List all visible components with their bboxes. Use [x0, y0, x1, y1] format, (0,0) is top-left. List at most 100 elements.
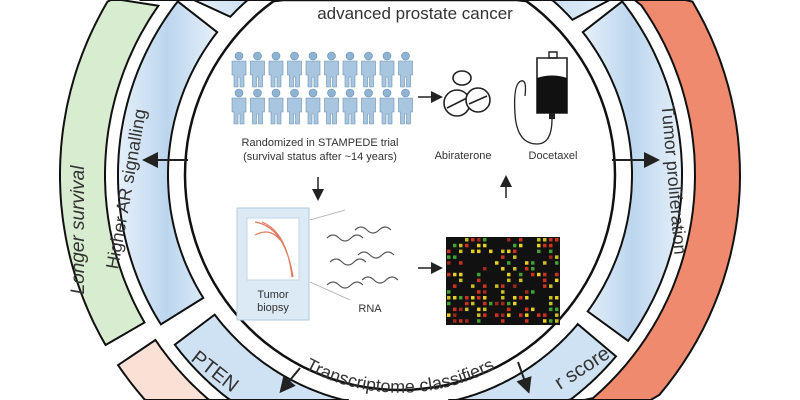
heatmap-cell — [483, 267, 487, 271]
heatmap-cell — [519, 313, 523, 317]
heatmap-cell — [519, 238, 523, 242]
heatmap-cell — [507, 272, 511, 277]
heatmap-cell — [447, 290, 451, 294]
heatmap-cell — [465, 319, 469, 323]
heatmap-cell — [537, 238, 541, 242]
heatmap-cell — [549, 238, 553, 242]
person-icon — [305, 51, 321, 88]
ring-segment-outer-bottom-left — [116, 338, 253, 400]
heatmap-cell — [537, 249, 541, 254]
heatmap-cell — [549, 243, 553, 248]
heatmap-cell — [549, 301, 553, 306]
heatmap-cell — [537, 243, 541, 248]
heatmap-cell — [507, 261, 511, 265]
person-icon — [379, 88, 395, 125]
heatmap-cell — [447, 249, 451, 254]
heatmap-cell — [507, 278, 511, 283]
heatmap-cell — [531, 267, 535, 271]
heatmap-cell — [453, 307, 457, 312]
heatmap-cell — [453, 296, 457, 300]
heatmap-cell — [453, 284, 457, 288]
heatmap-cell — [453, 243, 457, 248]
heatmap-cell — [525, 290, 529, 294]
title: advanced prostate cancer — [317, 4, 513, 23]
heatmap-cell — [471, 284, 475, 288]
heatmap-cell — [519, 278, 523, 283]
heatmap-cell — [501, 313, 505, 317]
drug-docetaxel: Docetaxel — [529, 150, 578, 162]
person-icon — [268, 51, 284, 88]
heatmap-cell — [483, 238, 487, 242]
heatmap-cell — [459, 307, 463, 312]
heatmap-cell — [477, 243, 481, 248]
heatmap-cell — [453, 319, 457, 323]
rna-strand — [326, 234, 364, 242]
heatmap-cell — [477, 313, 481, 317]
heatmap-cell — [465, 238, 469, 242]
heatmap-cell — [507, 313, 511, 317]
ring-segment-red — [476, 0, 742, 400]
heatmap-cell — [495, 261, 499, 265]
heatmap-cell — [549, 284, 553, 288]
tumor-biopsy-icon — [236, 207, 351, 321]
ring-segment-pten — [173, 313, 348, 400]
heatmap-cell — [513, 301, 517, 306]
heatmap-cell — [483, 296, 487, 300]
pills-icon — [443, 70, 491, 117]
heatmap-cell — [525, 319, 529, 323]
heatmap-cell — [555, 313, 559, 317]
rna-label: RNA — [358, 303, 382, 315]
heatmap-cell — [519, 272, 523, 277]
heatmap-cell — [489, 301, 493, 306]
heatmap-cell — [531, 307, 535, 312]
heatmap-cell — [555, 278, 559, 283]
heatmap-cell — [501, 249, 505, 254]
ring-segment-top-left — [193, 0, 368, 19]
heatmap-cell — [459, 296, 463, 300]
heatmap-cell — [525, 313, 529, 317]
heatmap-cell — [531, 272, 535, 277]
heatmap-cell — [513, 267, 517, 271]
person-icon — [379, 51, 395, 88]
heatmap-cell — [489, 249, 493, 254]
heatmap-cell — [513, 243, 517, 248]
heatmap-cell — [477, 307, 481, 312]
heatmap-cell — [543, 319, 547, 323]
heatmap-cell — [543, 278, 547, 283]
heatmap-cell — [465, 296, 469, 300]
heatmap-cell — [453, 313, 457, 317]
heatmap-cell — [483, 301, 487, 306]
heatmap-cell — [555, 261, 559, 265]
person-icon — [305, 88, 321, 125]
heatmap-cell — [501, 319, 505, 323]
heatmap-cell — [483, 307, 487, 312]
label-longer-survival: Longer survival — [68, 165, 89, 295]
bottom-right-arrow — [516, 361, 532, 394]
biopsy-label: Tumor — [257, 289, 289, 301]
outer-rings — [59, 0, 742, 400]
heatmap-cell — [465, 243, 469, 248]
heatmap-cell — [531, 290, 535, 294]
heatmap-cell — [447, 261, 451, 265]
heatmap-cell — [495, 313, 499, 317]
person-icon — [287, 88, 302, 125]
iv-bag-icon — [513, 51, 568, 145]
heatmap-cell — [477, 249, 481, 254]
heatmap-cell — [513, 296, 517, 300]
heatmap-cell — [459, 272, 463, 277]
heatmap-cell — [447, 272, 451, 277]
heatmap-cell — [459, 243, 463, 248]
person-icon — [231, 88, 247, 125]
person-icon — [324, 51, 339, 88]
heatmap-cell — [471, 238, 475, 242]
heatmap-cell — [477, 296, 481, 300]
heatmap-cell — [483, 284, 487, 288]
heatmap-cell — [543, 284, 547, 288]
heatmap-cell — [549, 307, 553, 312]
person-icon — [250, 51, 265, 88]
heatmap-cell — [555, 296, 559, 300]
microarray-heatmap — [446, 237, 560, 325]
trial-label: Randomized in STAMPEDE trial — [242, 137, 399, 149]
rna-strand — [357, 251, 395, 259]
